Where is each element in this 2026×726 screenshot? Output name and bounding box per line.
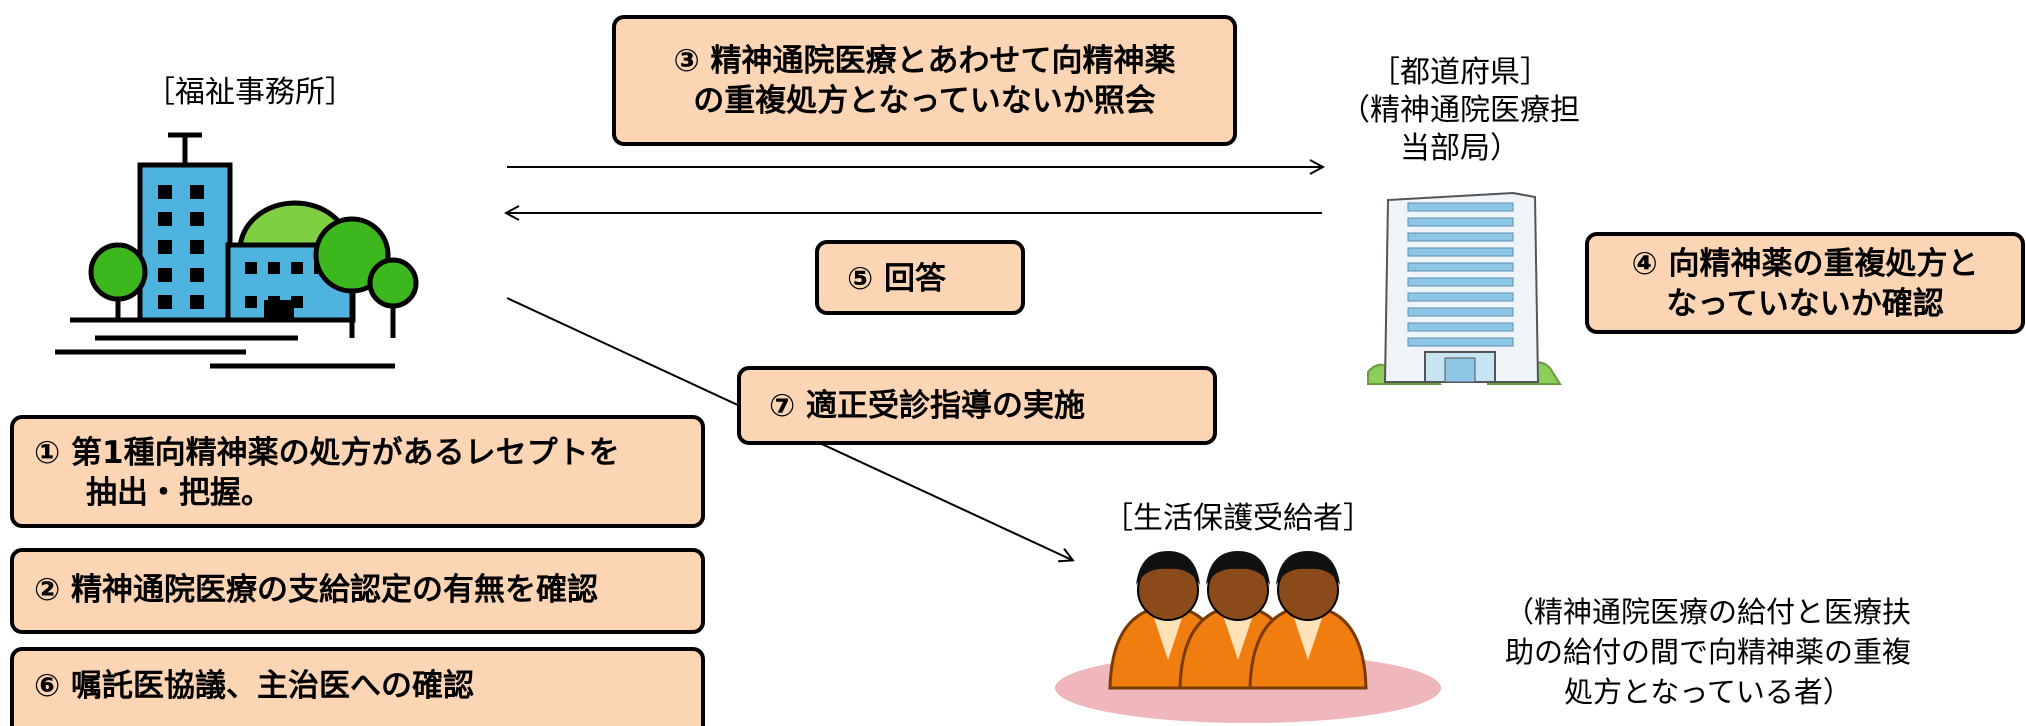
step6-text: ⑥ 嘱託医協議、主治医への確認 [34,668,475,704]
step4-confirm-box: ④ 向精神薬の重複処方と なっていないか確認 [1585,232,2025,334]
prefecture-department-line1: （精神通院医療担 [1340,93,1580,128]
prefecture-title: ［都道府県］ [1370,55,1550,90]
step3-line2: の重複処方となっていないか照会 [693,83,1156,119]
step2-certification-box: ② 精神通院医療の支給認定の有無を確認 [10,548,705,634]
recipients-label: ［生活保護受給者］ [1103,501,1373,536]
recipients-people-icon [1055,551,1441,723]
step7-text: ⑦ 適正受診指導の実施 [769,388,1086,424]
step6-consultation-box: ⑥ 嘱託医協議、主治医への確認 [10,647,705,726]
prefecture-label: ［都道府県］ （精神通院医療担 当部局） [1330,54,1590,168]
step1-extract-box: ① 第1種向精神薬の処方があるレセプトを 抽出・把握。 [10,415,705,528]
recipients-note-line1: （精神通院医療の給付と医療扶 [1504,595,1911,629]
prefecture-department-line2: 当部局） [1400,131,1520,166]
recipients-note: （精神通院医療の給付と医療扶 助の給付の間で向精神薬の重複 処方となっている者） [1468,592,1948,712]
welfare-office-label: ［福祉事務所］ [145,75,355,110]
welfare-office-building-icon [55,132,419,369]
recipients-note-line2: 助の給付の間で向精神薬の重複 [1504,635,1911,669]
step5-text: ⑤ 回答 [847,261,947,297]
step3-line1: ③ 精神通院医療とあわせて向精神薬 [673,43,1176,79]
step5-answer-box: ⑤ 回答 [815,240,1025,315]
step7-guidance-box: ⑦ 適正受診指導の実施 [737,366,1217,445]
prefecture-office-tower-icon [1367,191,1562,385]
step2-text: ② 精神通院医療の支給認定の有無を確認 [34,572,599,608]
step4-line1: ④ 向精神薬の重複処方と [1631,246,1979,282]
step1-line1: ① 第1種向精神薬の処方があるレセプトを [34,435,620,471]
step1-line2: 抽出・把握。 [86,475,272,511]
step4-line2: なっていないか確認 [1666,286,1944,322]
recipients-note-line3: 処方となっている者） [1564,675,1852,709]
step3-inquiry-box: ③ 精神通院医療とあわせて向精神薬 の重複処方となっていないか照会 [612,15,1237,146]
